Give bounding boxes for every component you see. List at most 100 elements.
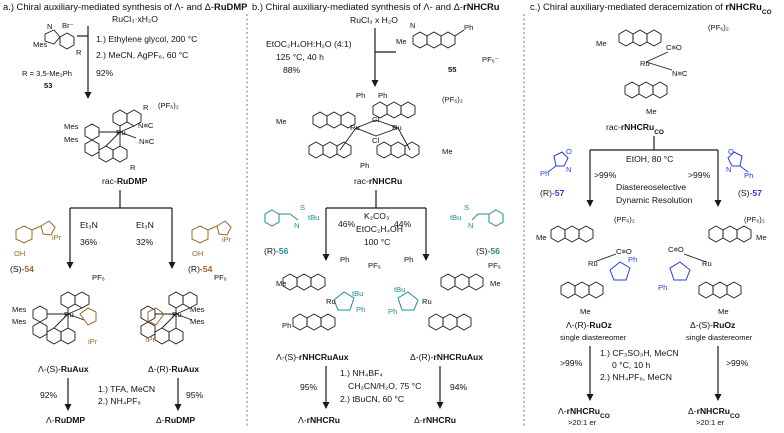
cond-b: 125 °C, 40 h [276, 52, 324, 62]
nc-label-c: N≡C [672, 69, 688, 78]
o-label-c1: O [566, 147, 572, 156]
panel-a-header: a.) Chiral auxiliary-mediated synthesis … [3, 1, 247, 12]
final-lambda-rnhcru: Λ-rNHCRu [298, 415, 340, 425]
ph-label-b6: Ph [340, 255, 349, 264]
step-a1: 1.) Ethylene glycol, 200 °C [96, 34, 197, 44]
ph-label-b4: Ph [360, 161, 369, 170]
tbu-label-b3: tBu [352, 289, 363, 298]
single-diastereomer-left: single diastereomer [560, 333, 627, 342]
delta-r-ruaux-label: Δ-(R)-RuAux [148, 364, 199, 374]
me-label-b2: Me [276, 117, 287, 126]
delta-s-ruoz-label: Δ-(S)-RuOz [690, 320, 735, 330]
ipr-label-4: iPr [146, 335, 156, 344]
final-delta-rnhcruco: Δ-rNHCRuCO [688, 406, 740, 420]
final-lambda-rnhcruco: Λ-rNHCRuCO [558, 406, 610, 420]
n-label-c2: N [726, 165, 731, 174]
rac-rudmp-structure: Ru N≡C N≡C Mes Mes R R [64, 103, 155, 172]
yield-a-bl: 92% [40, 390, 58, 400]
yield-b-main: 88% [283, 65, 301, 75]
ru-label-b3: Ru [326, 297, 336, 306]
single-diastereomer-right: single diastereomer [686, 333, 753, 342]
solvent-b: EtOC₂H₄OH:H₂O (4:1) [266, 39, 352, 49]
aux-s56-label: (S)-56 [476, 246, 500, 256]
ipr-label-3: iPr [88, 337, 98, 346]
reagent-rucl3: RuCl₃·xH₂O [112, 14, 158, 24]
aux-r56-structure: N S tBu [264, 203, 319, 230]
delta-r-rnhcruaux-label: Δ-(R)-rNHCRuAux [410, 352, 483, 362]
ipr-label-2: iPr [222, 235, 232, 244]
rac-rnhcru-label: rac-rNHCRu [354, 176, 402, 186]
dimer-structure: Ru Ru Cl Cl Me Me Ph Ph Ph [276, 91, 453, 170]
mes-label-7: Mes [190, 317, 205, 326]
n-label-c1: N [566, 165, 571, 174]
ph-label-b9: Ph [388, 307, 397, 316]
lambda-s-ruaux-label: Λ-(S)-RuAux [38, 364, 89, 374]
me-label-c4: Me [580, 307, 591, 316]
ratio-c-right: >99% [688, 170, 711, 180]
panel-c: c.) Chiral auxiliary-mediated deracemiza… [530, 1, 772, 427]
ratio-c-bl: >99% [560, 358, 583, 368]
ph-label-b2: Ph [356, 91, 365, 100]
step-b-b2: 2.) tBuCN, 60 °C [340, 394, 404, 404]
step-a-b1: 1.) TFA, MeCN [98, 384, 155, 394]
mes-label-2: Mes [64, 122, 79, 131]
me-label-c5: Me [756, 233, 767, 242]
ratio-c-br: >99% [726, 358, 749, 368]
aux-r56-label: (R)-56 [264, 246, 289, 256]
panel-b: b.) Chiral auxiliary-mediated synthesis … [252, 1, 504, 425]
reagent-a-right: Et₃N [136, 220, 154, 230]
cond-c2: Diastereoselective [616, 182, 686, 192]
ph-label-b8: Ph [404, 255, 413, 264]
ru-label: Ru [116, 128, 126, 137]
ratio-c-left: >99% [594, 170, 617, 180]
tbu-label-b4: tBu [394, 285, 405, 294]
pf6-a-right: PF₆ [214, 273, 227, 282]
oh-label: OH [14, 249, 25, 258]
reagent-b-rucl3: RuCl₃ x H₂O [350, 15, 398, 25]
pf6-2-a: (PF₆)₂ [158, 101, 179, 110]
mes-label: Mes [33, 40, 48, 49]
n-label-b: N [410, 21, 415, 30]
step-a2: 2.) MeCN, AgPF₆, 60 °C [96, 50, 188, 60]
mes-label-4: Mes [12, 305, 27, 314]
panel-b-header: b.) Chiral auxiliary-mediated synthesis … [252, 1, 500, 12]
co-label-c3: C≡O [668, 245, 684, 254]
aux-r57-label: (R)-57 [540, 188, 565, 198]
ph-label-c2: Ph [744, 171, 753, 180]
nc-label-2: N≡C [139, 137, 155, 146]
ph-label-c4: Ph [658, 283, 667, 292]
br-anion: Br⁻ [62, 21, 74, 30]
ru-label-b2: Ru [392, 123, 402, 132]
ph-label-b3: Ph [378, 91, 387, 100]
r-label-2: R [143, 103, 149, 112]
yield-b-right: 44% [394, 219, 412, 229]
lambda-s-ruaux-structure: Ru Mes Mes iPr [12, 291, 98, 346]
pf6-2-c-right: (PF₆)₂ [744, 215, 765, 224]
pf6-anion-55: PF₆⁻ [482, 55, 499, 64]
step-a-b2: 2.) NH₄PF₆ [98, 396, 141, 406]
co-label: C≡O [666, 43, 682, 52]
delta-r-rnhcruaux-structure: Ru Me Ph tBu Ph [388, 255, 501, 331]
ru-label-b1: Ru [350, 123, 360, 132]
n-label-r56: N [294, 221, 299, 230]
r-label-3: R [130, 163, 136, 172]
ipr-label: iPr [52, 233, 62, 242]
compound-55-number: 55 [448, 65, 457, 74]
solvent2-b: EtOC₂H₄OH [356, 224, 403, 234]
aux-s57-label: (S)-57 [738, 188, 762, 198]
me-label-c3: Me [536, 233, 547, 242]
mes-label-6: Mes [190, 305, 205, 314]
lambda-s-rnhcruaux-label: Λ-(S)-rNHCRuAux [276, 352, 349, 362]
base-b: K₂CO₃ [364, 211, 390, 221]
cl-label-1: Cl [372, 115, 379, 124]
rac-rnhcruco-structure: Ru C≡O N≡C Me Me [596, 29, 688, 116]
step-c-b2: 2.) NH₄PF₆, MeCN [600, 372, 672, 382]
cl-label-2: Cl [372, 136, 379, 145]
tbu-label-r56: tBu [308, 213, 319, 222]
yield-b-br: 94% [450, 382, 468, 392]
oh-label-2: OH [192, 249, 203, 258]
ru-label-2: Ru [64, 310, 74, 319]
me-label-c6: Me [718, 307, 729, 316]
yield-b-bl: 95% [300, 382, 318, 392]
lambda-s-rnhcruaux-structure: Ru Me Ph Ph tBu Ph [276, 255, 365, 331]
